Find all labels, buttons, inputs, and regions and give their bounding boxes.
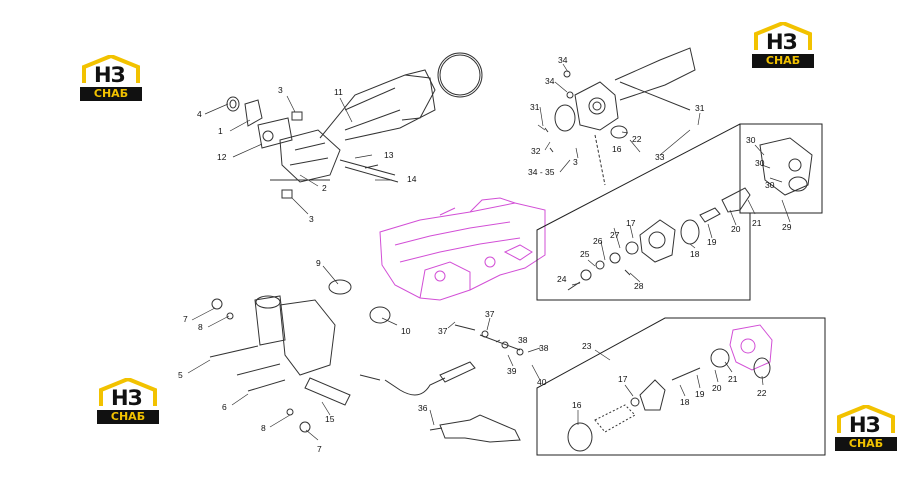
callout-38b: 38	[539, 343, 549, 353]
callout-3: 3	[278, 85, 283, 95]
callout-38: 38	[518, 335, 528, 345]
callout-6: 6	[222, 402, 227, 412]
logo-letters: НЗ	[111, 386, 142, 410]
callout-labels: 4 1 12 3 11 13 14 2 3 9 10 7 8 5 6 8 7 1…	[178, 55, 792, 454]
water-pump-housing-magenta	[729, 324, 773, 371]
callout-8: 8	[198, 322, 203, 332]
callout-26: 26	[593, 236, 603, 246]
hz-snab-logo: НЗ СНАБ	[97, 376, 159, 424]
callout-34: 34	[558, 55, 568, 65]
callout-29: 29	[782, 222, 792, 232]
water-pump-upper	[544, 47, 696, 186]
callout-19: 19	[707, 237, 717, 247]
house-roof-icon	[754, 20, 812, 50]
logo-caption: СНАБ	[752, 54, 814, 68]
callout-18b: 18	[680, 397, 690, 407]
callout-13: 13	[384, 150, 394, 160]
callout-22: 22	[632, 134, 642, 144]
callout-16: 16	[612, 144, 622, 154]
callout-33: 33	[655, 152, 665, 162]
callout-20b: 20	[712, 383, 722, 393]
callout-2: 2	[322, 183, 327, 193]
callout-16b: 16	[572, 400, 582, 410]
callout-24: 24	[557, 274, 567, 284]
hz-snab-logo: НЗ СНАБ	[835, 403, 897, 451]
callout-21: 21	[752, 218, 762, 228]
callout-18: 18	[690, 249, 700, 259]
callout-11: 11	[334, 87, 343, 97]
callout-30b: 30	[755, 158, 765, 168]
callout-7: 7	[183, 314, 188, 324]
water-pump-detail-1	[567, 137, 813, 291]
callout-34b: 34	[545, 76, 555, 86]
logo-letters: НЗ	[766, 30, 797, 54]
callout-32: 32	[531, 146, 541, 156]
hz-snab-logo: НЗ СНАБ	[752, 20, 814, 68]
logo-caption: СНАБ	[835, 437, 897, 451]
callout-8b: 8	[261, 423, 266, 433]
callout-15: 15	[325, 414, 335, 424]
callout-1: 1	[218, 126, 223, 136]
logo-caption: СНАБ	[80, 87, 142, 101]
callout-7b: 7	[317, 444, 322, 454]
logo-caption: СНАБ	[97, 410, 159, 424]
callout-40: 40	[537, 377, 547, 387]
house-roof-icon	[837, 403, 895, 433]
callout-34-35: 34 - 35	[528, 167, 555, 177]
callout-30c: 30	[765, 180, 775, 190]
house-roof-icon	[99, 376, 157, 406]
callout-5: 5	[178, 370, 183, 380]
callout-37b: 37	[485, 309, 495, 319]
leader-lines	[187, 63, 791, 441]
callout-3b: 3	[309, 214, 314, 224]
callout-12: 12	[217, 152, 227, 162]
engine-block-outline	[379, 197, 546, 301]
callout-39: 39	[507, 366, 517, 376]
exploded-view-boxes	[536, 123, 826, 456]
callout-36: 36	[418, 403, 428, 413]
logo-letters: НЗ	[94, 63, 125, 87]
callout-28: 28	[634, 281, 644, 291]
callout-22b: 22	[757, 388, 767, 398]
callout-31: 31	[530, 102, 540, 112]
callout-27: 27	[610, 230, 620, 240]
callout-31b: 31	[695, 103, 705, 113]
callout-17: 17	[626, 218, 636, 228]
water-pump-detail-2	[567, 348, 771, 452]
callout-19b: 19	[695, 389, 705, 399]
callout-10: 10	[401, 326, 411, 336]
callout-30: 30	[746, 135, 756, 145]
callout-17b: 17	[618, 374, 628, 384]
callout-23: 23	[582, 341, 592, 351]
outlet-housing-assembly	[209, 279, 524, 443]
callout-4: 4	[197, 109, 202, 119]
thermostat-housing-assembly	[226, 52, 483, 199]
hz-snab-logo: НЗ СНАБ	[80, 53, 142, 101]
house-roof-icon	[82, 53, 140, 83]
callout-37: 37	[438, 326, 448, 336]
callout-21b: 21	[728, 374, 738, 384]
callout-20: 20	[731, 224, 741, 234]
callout-25: 25	[580, 249, 590, 259]
callout-9: 9	[316, 258, 321, 268]
callout-3c: 3	[573, 157, 578, 167]
callout-14: 14	[407, 174, 417, 184]
logo-letters: НЗ	[849, 413, 880, 437]
